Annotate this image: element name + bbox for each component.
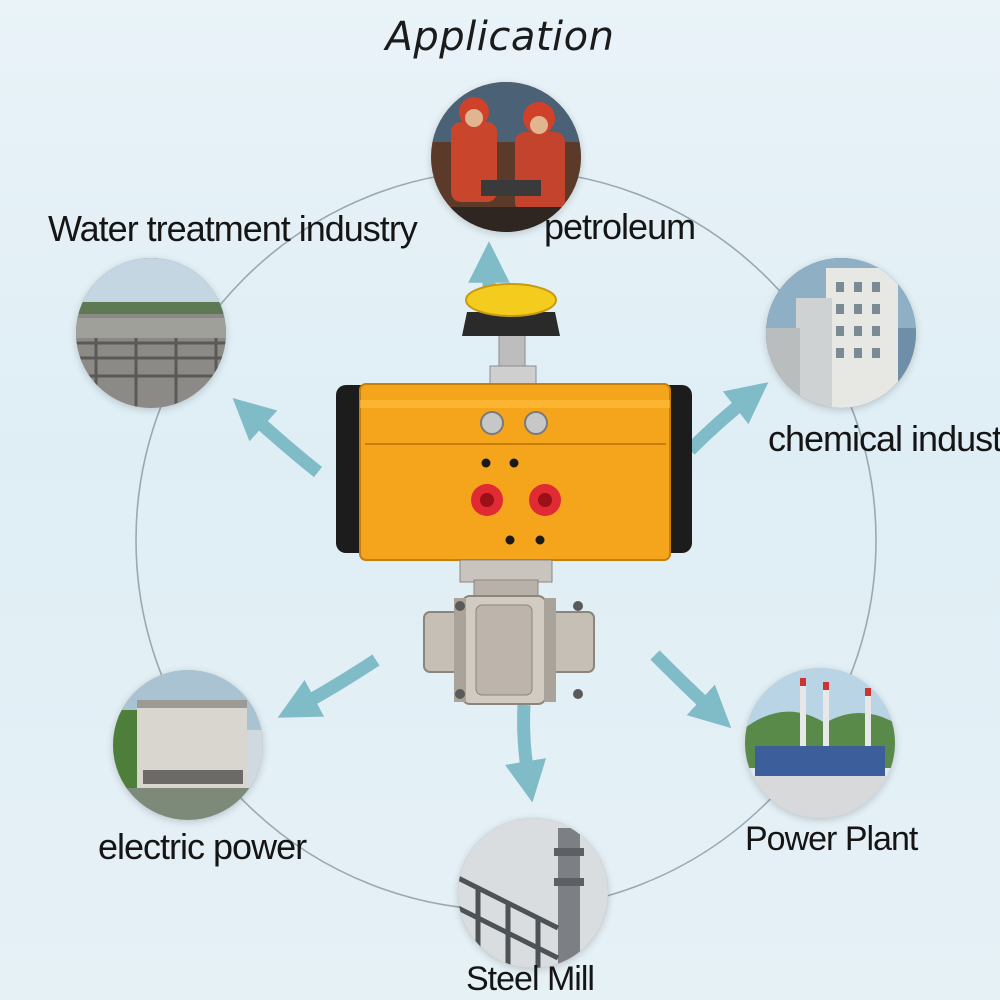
arrow-lower-left (277, 654, 380, 718)
steel-mill-photo (458, 818, 608, 968)
steel-mill-icon (458, 818, 608, 968)
petroleum-workers-icon (431, 82, 581, 232)
app-label-electric-power: electric power (98, 826, 307, 867)
app-label-chemical-industry: chemical industry (768, 418, 1000, 459)
app-label-steel-mill: Steel Mill (466, 960, 595, 998)
app-label-water-treatment: Water treatment industry (48, 208, 418, 249)
power-plant-photo (745, 668, 895, 818)
arrow-upper-right (685, 382, 769, 455)
electric-substation-icon (113, 670, 263, 820)
power-plant-icon (745, 668, 895, 818)
page-title: Application (385, 14, 615, 60)
water-treatment-photo (76, 258, 226, 408)
electric-power-photo (113, 670, 263, 820)
app-label-power-plant: Power Plant (745, 820, 918, 858)
arrow-down (505, 704, 547, 803)
app-label-petroleum: petroleum (544, 206, 696, 247)
chemical-industry-photo (766, 258, 916, 408)
chemical-building-icon (766, 258, 916, 408)
arrow-lower-right (650, 650, 732, 729)
petroleum-photo (431, 82, 581, 232)
water-treatment-icon (76, 258, 226, 408)
arrow-upper-left (232, 398, 323, 478)
